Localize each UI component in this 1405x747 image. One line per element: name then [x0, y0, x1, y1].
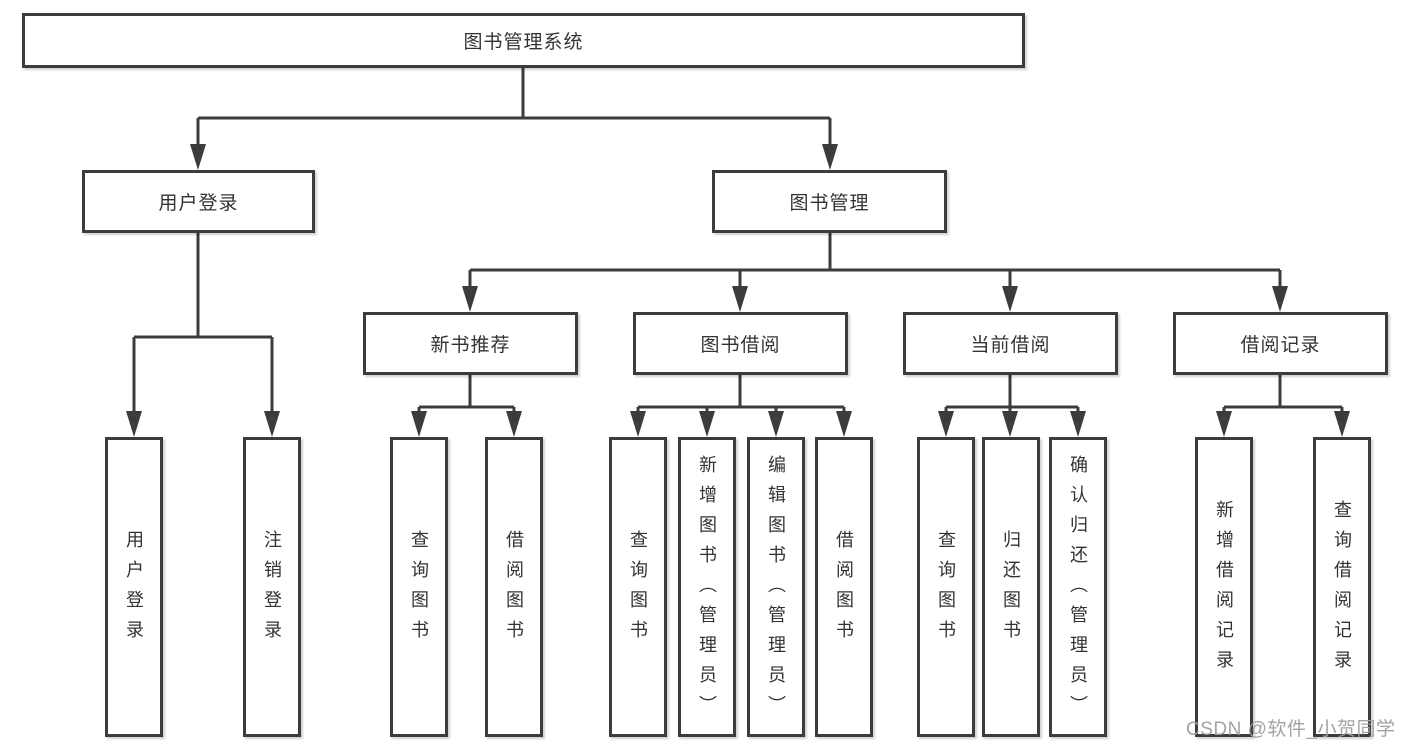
node-user-login-branch: 用户登录 [82, 170, 315, 233]
leaf-add-borrow-record: 新增借阅记录 [1195, 437, 1253, 737]
node-current-borrowing: 当前借阅 [903, 312, 1118, 375]
leaf-search-borrow-record: 查询借阅记录 [1313, 437, 1371, 737]
csdn-watermark: CSDN @软件_小贺同学 [1186, 719, 1396, 740]
leaf-search-books-recommend: 查询图书 [390, 437, 448, 737]
node-book-borrowing: 图书借阅 [633, 312, 848, 375]
leaf-user-login: 用户登录 [105, 437, 163, 737]
leaf-confirm-return-admin: 确认归还（管理员） [1049, 437, 1107, 737]
leaf-return-books: 归还图书 [982, 437, 1040, 737]
leaf-borrow-books: 借阅图书 [815, 437, 873, 737]
node-new-book-recommendation: 新书推荐 [363, 312, 578, 375]
node-borrowing-records: 借阅记录 [1173, 312, 1388, 375]
leaf-logout: 注销登录 [243, 437, 301, 737]
leaf-borrow-books-recommend: 借阅图书 [485, 437, 543, 737]
leaf-add-books-admin: 新增图书（管理员） [678, 437, 736, 737]
leaf-search-books-current: 查询图书 [917, 437, 975, 737]
node-root-system: 图书管理系统 [22, 13, 1025, 68]
leaf-edit-books-admin: 编辑图书（管理员） [747, 437, 805, 737]
node-book-management-branch: 图书管理 [712, 170, 947, 233]
leaf-search-books-borrowing: 查询图书 [609, 437, 667, 737]
